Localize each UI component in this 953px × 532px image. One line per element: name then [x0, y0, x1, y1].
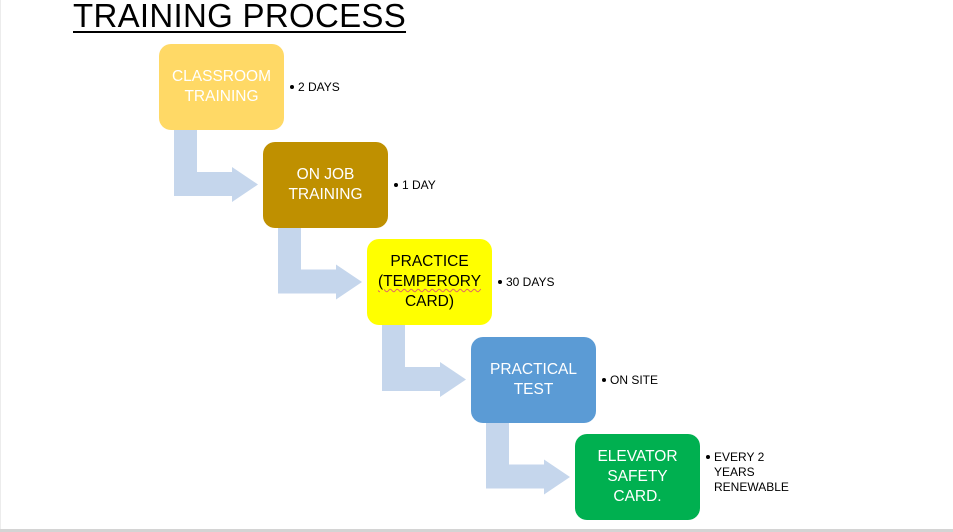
step-box-practice[interactable]: PRACTICE (TEMPERORY CARD) [367, 239, 492, 325]
step-box-classroom-training[interactable]: CLASSROOM TRAINING [159, 44, 284, 130]
note-text: 2 DAYS [298, 80, 340, 94]
step-note-on-job-training: 1 DAY [394, 178, 436, 193]
frame-bottom-border [0, 529, 953, 532]
bent-arrow-icon [486, 422, 570, 495]
note-text: 1 DAY [402, 177, 436, 192]
step-box-practical-test[interactable]: PRACTICAL TEST [471, 336, 596, 423]
bent-arrow-icon [278, 227, 362, 300]
step-note-elevator-safety-card: EVERY 2 YEARS RENEWABLE [706, 450, 789, 495]
bullet-icon [602, 377, 606, 382]
misspelled-word: (TEMPERORY [377, 273, 482, 290]
label-line: PRACTICE [390, 253, 469, 270]
frame-left-border [0, 0, 1, 532]
bent-arrow-icon [382, 325, 466, 397]
step-label-practice: PRACTICE (TEMPERORY CARD) [378, 252, 481, 312]
step-note-practice: 30 DAYS [498, 275, 554, 290]
bullet-icon [706, 455, 710, 459]
bent-arrow-icon [174, 130, 258, 202]
bullet-icon [498, 280, 502, 284]
note-text: 30 DAYS [506, 275, 555, 289]
step-note-practical-test: ON SITE [602, 373, 658, 388]
page-title: TRAINING PROCESS [73, 0, 407, 34]
bullet-icon [394, 182, 398, 187]
label-line: CARD) [404, 293, 455, 310]
note-text: EVERY 2 YEARS RENEWABLE [714, 450, 789, 494]
step-box-elevator-safety-card[interactable]: ELEVATOR SAFETY CARD. [575, 434, 700, 520]
step-box-on-job-training[interactable]: ON JOB TRAINING [263, 141, 388, 228]
note-text: ON SITE [610, 372, 659, 387]
step-note-classroom-training: 2 DAYS [290, 80, 340, 95]
bullet-icon [290, 85, 294, 89]
